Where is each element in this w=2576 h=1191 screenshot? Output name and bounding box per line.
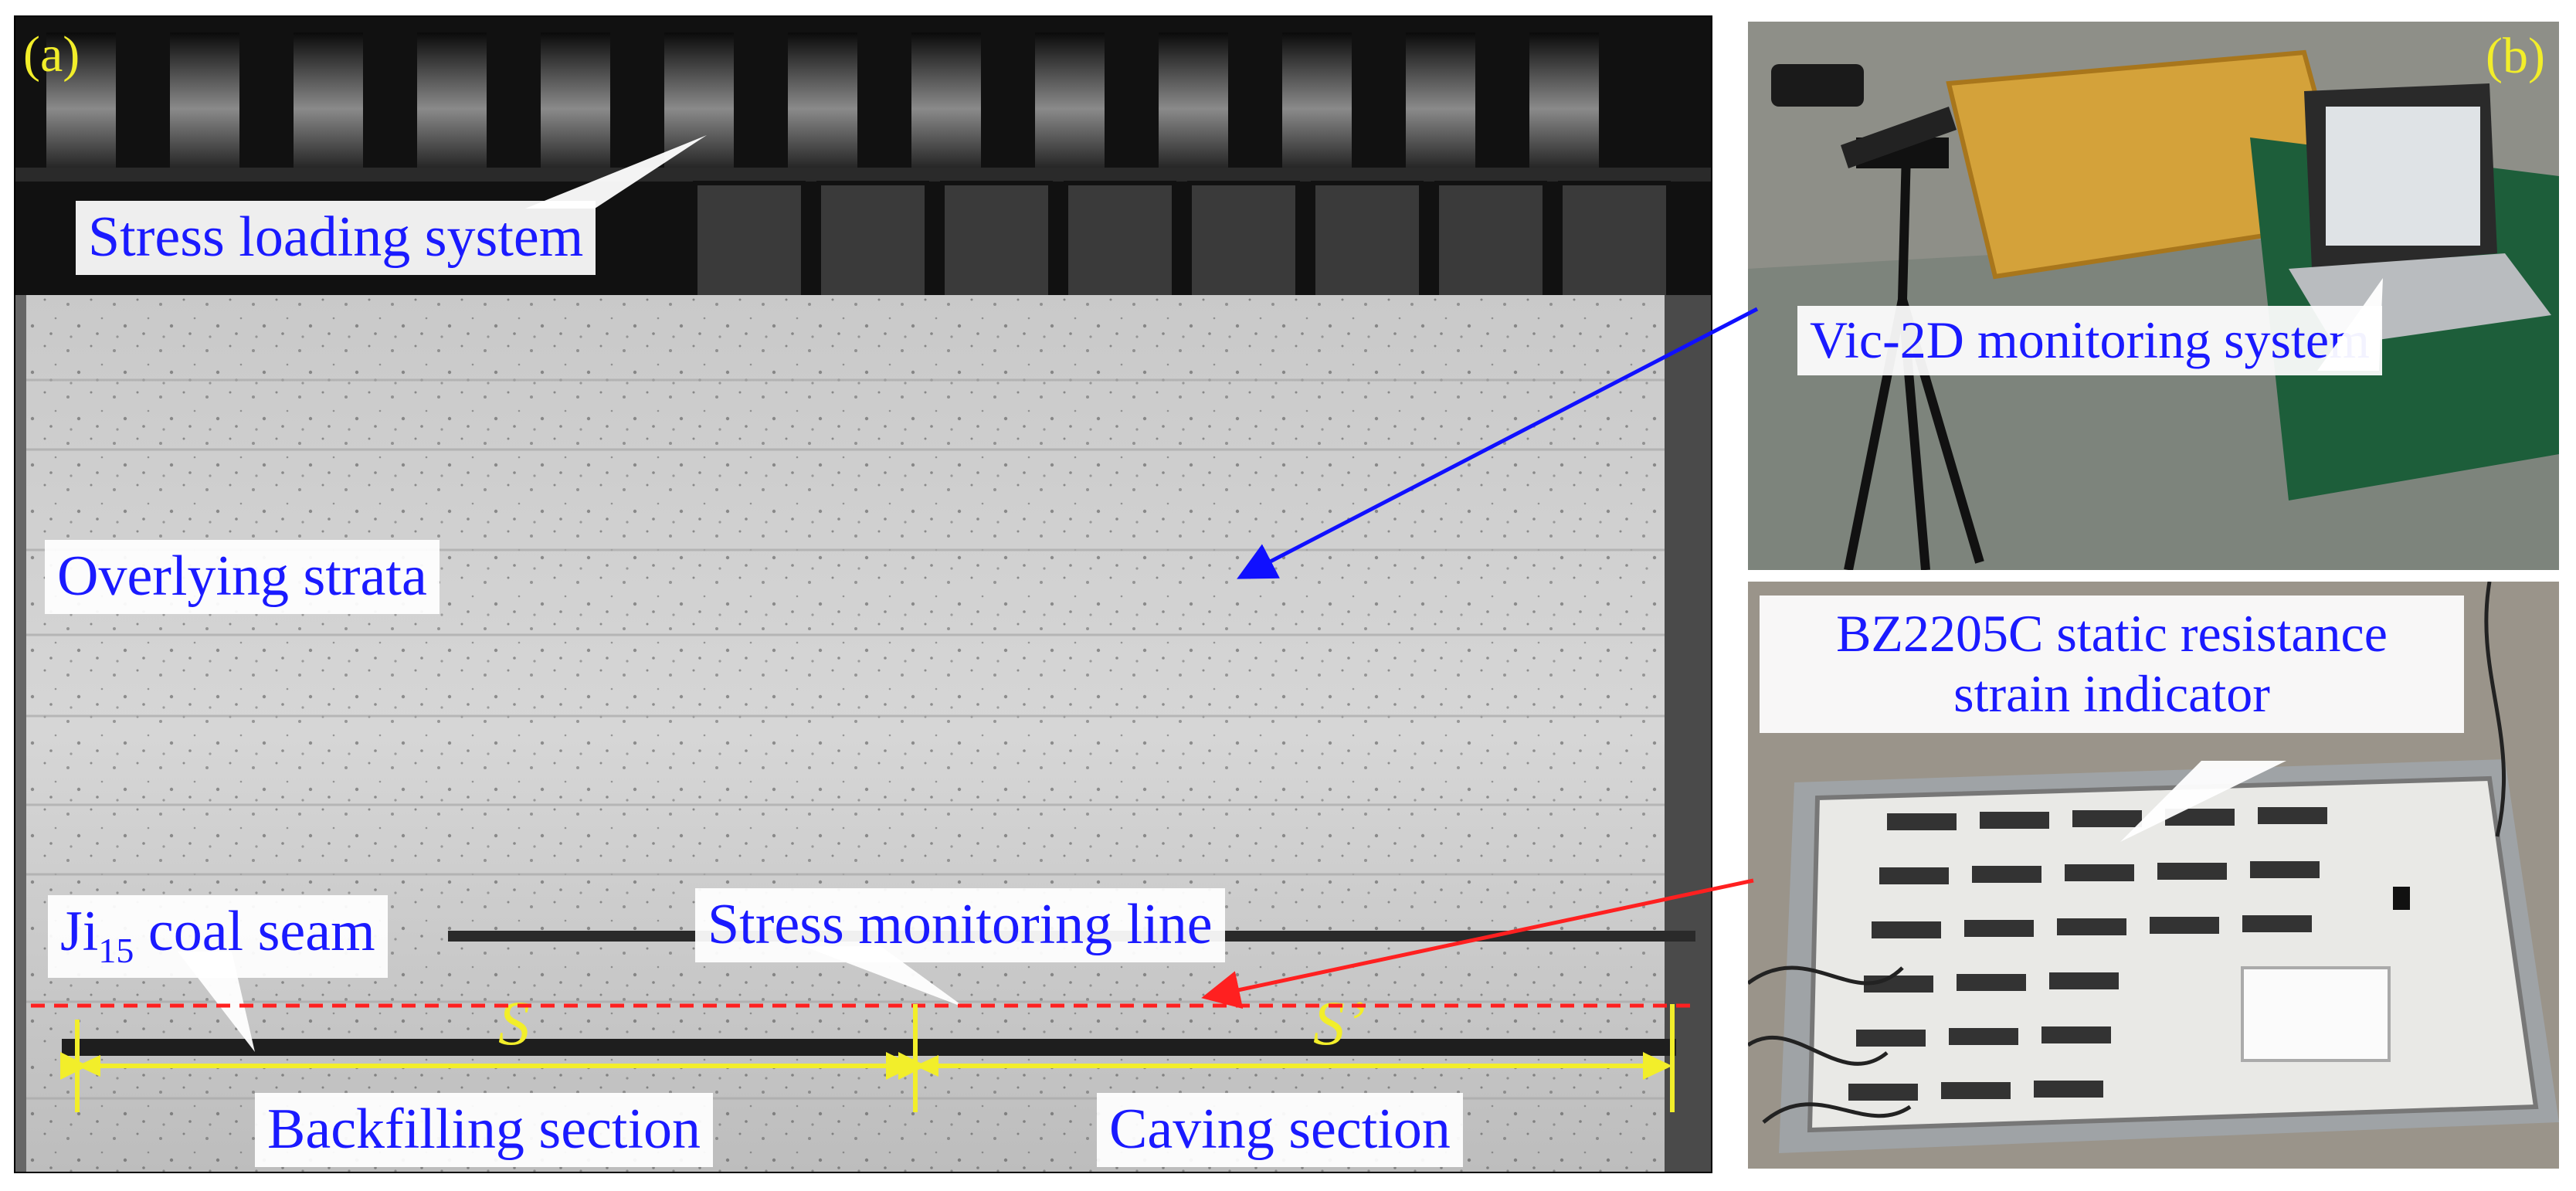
hydraulic-jacks bbox=[46, 32, 1599, 171]
panel-b-tag: (b) bbox=[2486, 28, 2545, 84]
strain-indicator-label-line2: strain indicator bbox=[1953, 664, 2270, 724]
caving-section-label: Caving section bbox=[1097, 1093, 1463, 1167]
panel-a-model-photo: (a) Stress loading system Overlying stra… bbox=[14, 15, 1712, 1173]
overlying-strata-label: Overlying strata bbox=[45, 540, 440, 614]
vic-2d-monitoring-system-label: Vic-2D monitoring system bbox=[1797, 306, 2382, 375]
backfilling-section-label: Backfilling section bbox=[255, 1093, 714, 1167]
loading-plates bbox=[693, 181, 1671, 301]
coal-seam-label: Ji15 coal seam bbox=[48, 895, 388, 978]
channel-connectors bbox=[1848, 807, 2327, 1101]
section-symbol-s: S bbox=[498, 988, 530, 1058]
stress-loading-system-label: Stress loading system bbox=[76, 201, 596, 275]
camera-photo-illustration bbox=[1748, 22, 2559, 570]
panel-b-camera-photo: (b) Vic-2D monitoring system bbox=[1748, 22, 2559, 570]
coal-seam-suffix: coal seam bbox=[134, 900, 375, 963]
sensor-cables bbox=[1748, 582, 2506, 1124]
stress-monitoring-line-label: Stress monitoring line bbox=[695, 888, 1225, 962]
strain-indicator-illustration bbox=[1748, 582, 2559, 1169]
coal-seam-prefix: Ji bbox=[60, 900, 99, 963]
strain-indicator-label: BZ2205C static resistance strain indicat… bbox=[1760, 596, 2464, 734]
panel-a-tag: (a) bbox=[23, 26, 80, 83]
panel-c-strain-indicator-photo: BZ2205C static resistance strain indicat… bbox=[1748, 582, 2559, 1169]
section-symbol-s-prime: S’ bbox=[1313, 988, 1366, 1058]
strain-indicator-label-line1: BZ2205C static resistance bbox=[1836, 604, 2388, 663]
coal-seam-subscript: 15 bbox=[98, 930, 134, 970]
